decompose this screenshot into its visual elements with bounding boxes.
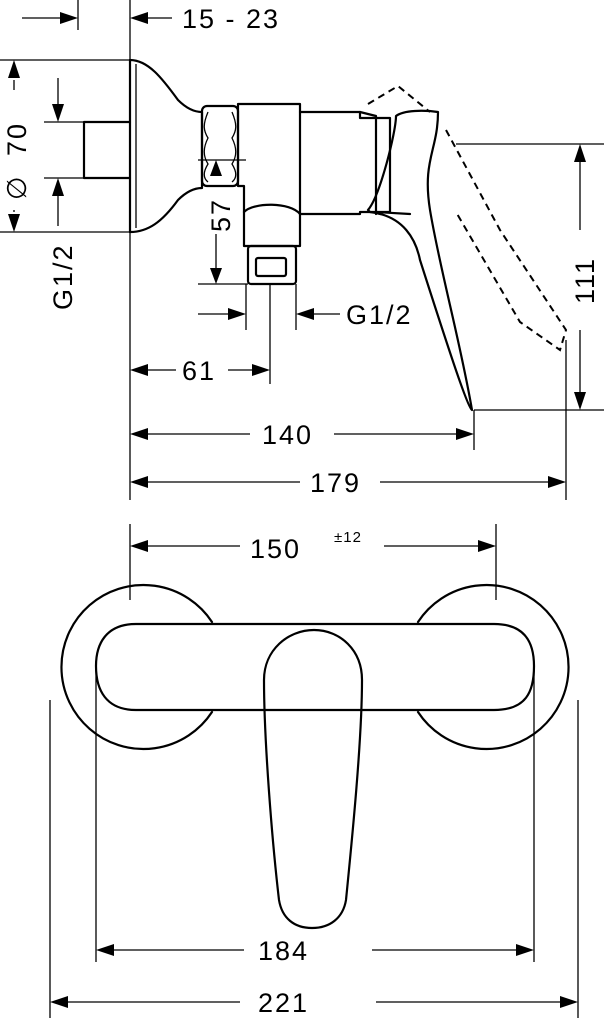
lever-open-position: [367, 84, 568, 352]
side-view: 15 - 23: [0, 0, 604, 500]
dim-179: 179: [130, 340, 567, 500]
rosette-right: [416, 583, 570, 751]
dim-57: 57: [198, 159, 248, 285]
dim-221: 221: [49, 700, 579, 1018]
dim-57-label: 57: [206, 198, 236, 232]
dim-150-label: 150: [250, 534, 301, 564]
dim-150: 150 ±12: [129, 524, 497, 600]
dim-70-label: 70: [2, 122, 32, 156]
dim-15-23-label: 15 - 23: [182, 4, 280, 34]
dim-184: 184: [95, 666, 535, 966]
dim-140: 140: [129, 232, 475, 500]
dim-179-label: 179: [310, 468, 361, 498]
mixer-body-top: [94, 622, 536, 712]
dim-111-label: 111: [570, 257, 600, 304]
dim-g12-left-label: G1/2: [48, 243, 78, 310]
valve-body: [236, 102, 392, 286]
dim-g12-bottom-label: G1/2: [346, 300, 413, 330]
dim-diameter-symbol: ∅: [2, 174, 32, 200]
dim-61: 61: [130, 284, 271, 386]
dim-111: 111: [456, 143, 604, 411]
dim-g12-bottom: G1/2: [198, 284, 413, 330]
dim-61-label: 61: [182, 356, 216, 386]
front-view: 150 ±12 184 221: [49, 524, 579, 1018]
dim-140-label: 140: [262, 420, 313, 450]
inlet-stub: [82, 120, 132, 180]
dim-70: 70 ∅: [0, 59, 130, 233]
dim-221-label: 221: [258, 988, 309, 1018]
escutcheon-side: [128, 58, 204, 234]
dim-150-tolerance: ±12: [334, 529, 362, 546]
dim-15-23: 15 - 23: [22, 0, 280, 60]
dim-184-label: 184: [258, 936, 309, 966]
lever-handle: [366, 109, 474, 412]
lever-top: [262, 628, 364, 930]
rosette-left: [60, 583, 214, 751]
dim-g12-left: G1/2: [44, 78, 84, 310]
